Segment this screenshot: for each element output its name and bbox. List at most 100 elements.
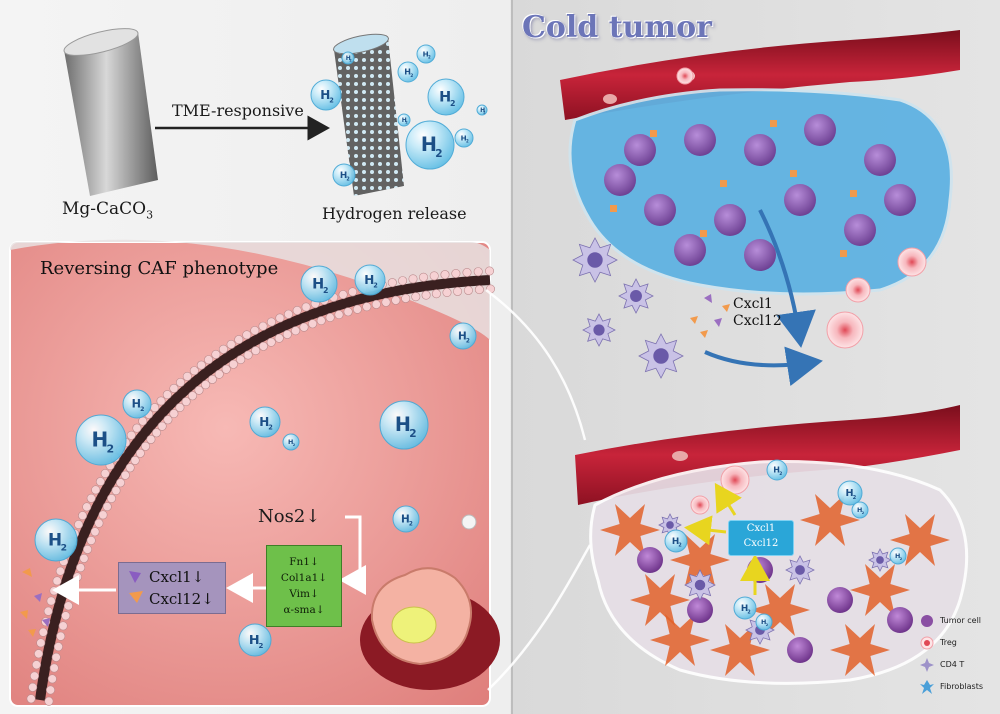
panel-divider [511, 0, 513, 714]
svg-text:2: 2 [373, 281, 378, 289]
cd4-t-cell-icon [920, 658, 934, 672]
cytokine-icons [129, 571, 143, 603]
svg-text:2: 2 [346, 176, 349, 182]
h2-bubble: H2 [379, 400, 429, 450]
svg-text:H: H [404, 68, 411, 77]
cd4-t-cell [618, 278, 654, 314]
tumor-cell [787, 637, 813, 663]
chemokine-particle [650, 130, 657, 137]
tumor-cell [744, 134, 776, 166]
legend-item-tumor-cell: Tumor cell [920, 612, 1000, 630]
treg-cell [690, 495, 710, 515]
svg-text:H: H [480, 107, 485, 114]
svg-text:H: H [364, 273, 374, 287]
excluded-immune-cells [572, 67, 927, 379]
hot-tumor-cytokine-box: Cxcl1 Cxcl12 [728, 520, 794, 556]
svg-text:2: 2 [61, 542, 67, 553]
fibroblast-cell [600, 504, 660, 556]
tumor-cell [844, 214, 876, 246]
svg-text:2: 2 [293, 443, 296, 447]
gene-col1a1: Col1a1↓ [280, 572, 328, 584]
svg-text:H: H [288, 438, 293, 446]
fibroblast-cell [630, 574, 690, 626]
hot-cxcl12: Cxcl12 [743, 538, 779, 549]
zoom-connector-top [485, 288, 587, 441]
cold-cxcl12: Cxcl12 [733, 313, 782, 329]
mg-caco3-rod [63, 28, 158, 196]
svg-text:H: H [312, 277, 324, 293]
svg-text:2: 2 [853, 495, 857, 501]
treg-icon [920, 636, 934, 650]
fibroblast-cell [850, 564, 910, 616]
treg-cell [720, 465, 750, 495]
svg-text:2: 2 [329, 96, 334, 104]
treg-recruitment-arrow [704, 346, 823, 387]
tumor-cell [644, 194, 676, 226]
tumor-cell [747, 557, 773, 583]
treg-cell [897, 247, 927, 277]
tumor-cell [804, 114, 836, 146]
svg-text:2: 2 [900, 557, 903, 561]
h2-bubble: H2 [405, 120, 455, 170]
yellow-arrow-left [684, 515, 727, 546]
gene-fn1: Fn1↓ [289, 556, 319, 568]
tumor-cell [864, 144, 896, 176]
tme-responsive-label: TME-responsive [172, 101, 304, 120]
porous-rod [333, 33, 404, 196]
svg-text:H: H [259, 415, 269, 429]
svg-text:H: H [395, 413, 411, 436]
cd4-t-cell [785, 555, 815, 585]
fibroblast-cell [890, 514, 950, 566]
svg-text:2: 2 [405, 121, 407, 125]
svg-text:2: 2 [140, 406, 144, 413]
h2-bubble: H2 [249, 406, 281, 438]
svg-text:H: H [249, 633, 260, 648]
h2-bubble: H2 [75, 414, 127, 466]
tumor-cell [887, 607, 913, 633]
h2-bubble: H2 [238, 623, 272, 657]
cytokine-cxcl1: Cxcl1↓ [149, 568, 205, 586]
cd4-t-cell [684, 569, 716, 601]
chemokine-particles [690, 294, 730, 338]
svg-text:H: H [340, 171, 347, 181]
h2-bubble: H2 [34, 518, 78, 562]
chemokine-particle [720, 180, 727, 187]
tumor-cell [687, 597, 713, 623]
fibroblast-cell [750, 584, 810, 636]
svg-text:2: 2 [747, 609, 750, 615]
svg-text:2: 2 [779, 471, 782, 477]
chemokine-arrow [758, 209, 816, 348]
svg-text:H: H [421, 133, 437, 156]
zoom-connector-bottom [487, 544, 592, 691]
cd4-t-cell [868, 548, 892, 572]
chemokine-particle [790, 170, 797, 177]
legend-item-fibroblasts: Fibroblasts [920, 678, 1000, 696]
secreted-particles [20, 568, 50, 637]
svg-text:2: 2 [259, 641, 264, 650]
reversing-caf-title: Reversing CAF phenotype [40, 258, 279, 279]
legend-item-cd4-t: CD4 T [920, 656, 1000, 674]
cxcl1-icon [129, 571, 141, 583]
cd4-t-cell [582, 313, 616, 347]
svg-text:2: 2 [107, 442, 115, 455]
tumor-cell [637, 547, 663, 573]
svg-text:2: 2 [483, 111, 485, 115]
fibroblast-cell [830, 624, 890, 676]
svg-text:H: H [845, 488, 853, 499]
fibroblast-icon [920, 680, 934, 694]
hot-cxcl1: Cxcl1 [746, 523, 776, 534]
treg-cell [676, 67, 694, 85]
chemokine-particle [770, 120, 777, 127]
svg-text:2: 2 [323, 286, 329, 295]
treg-cell [826, 311, 864, 349]
cold-tumor-title: Cold tumor [522, 10, 712, 45]
